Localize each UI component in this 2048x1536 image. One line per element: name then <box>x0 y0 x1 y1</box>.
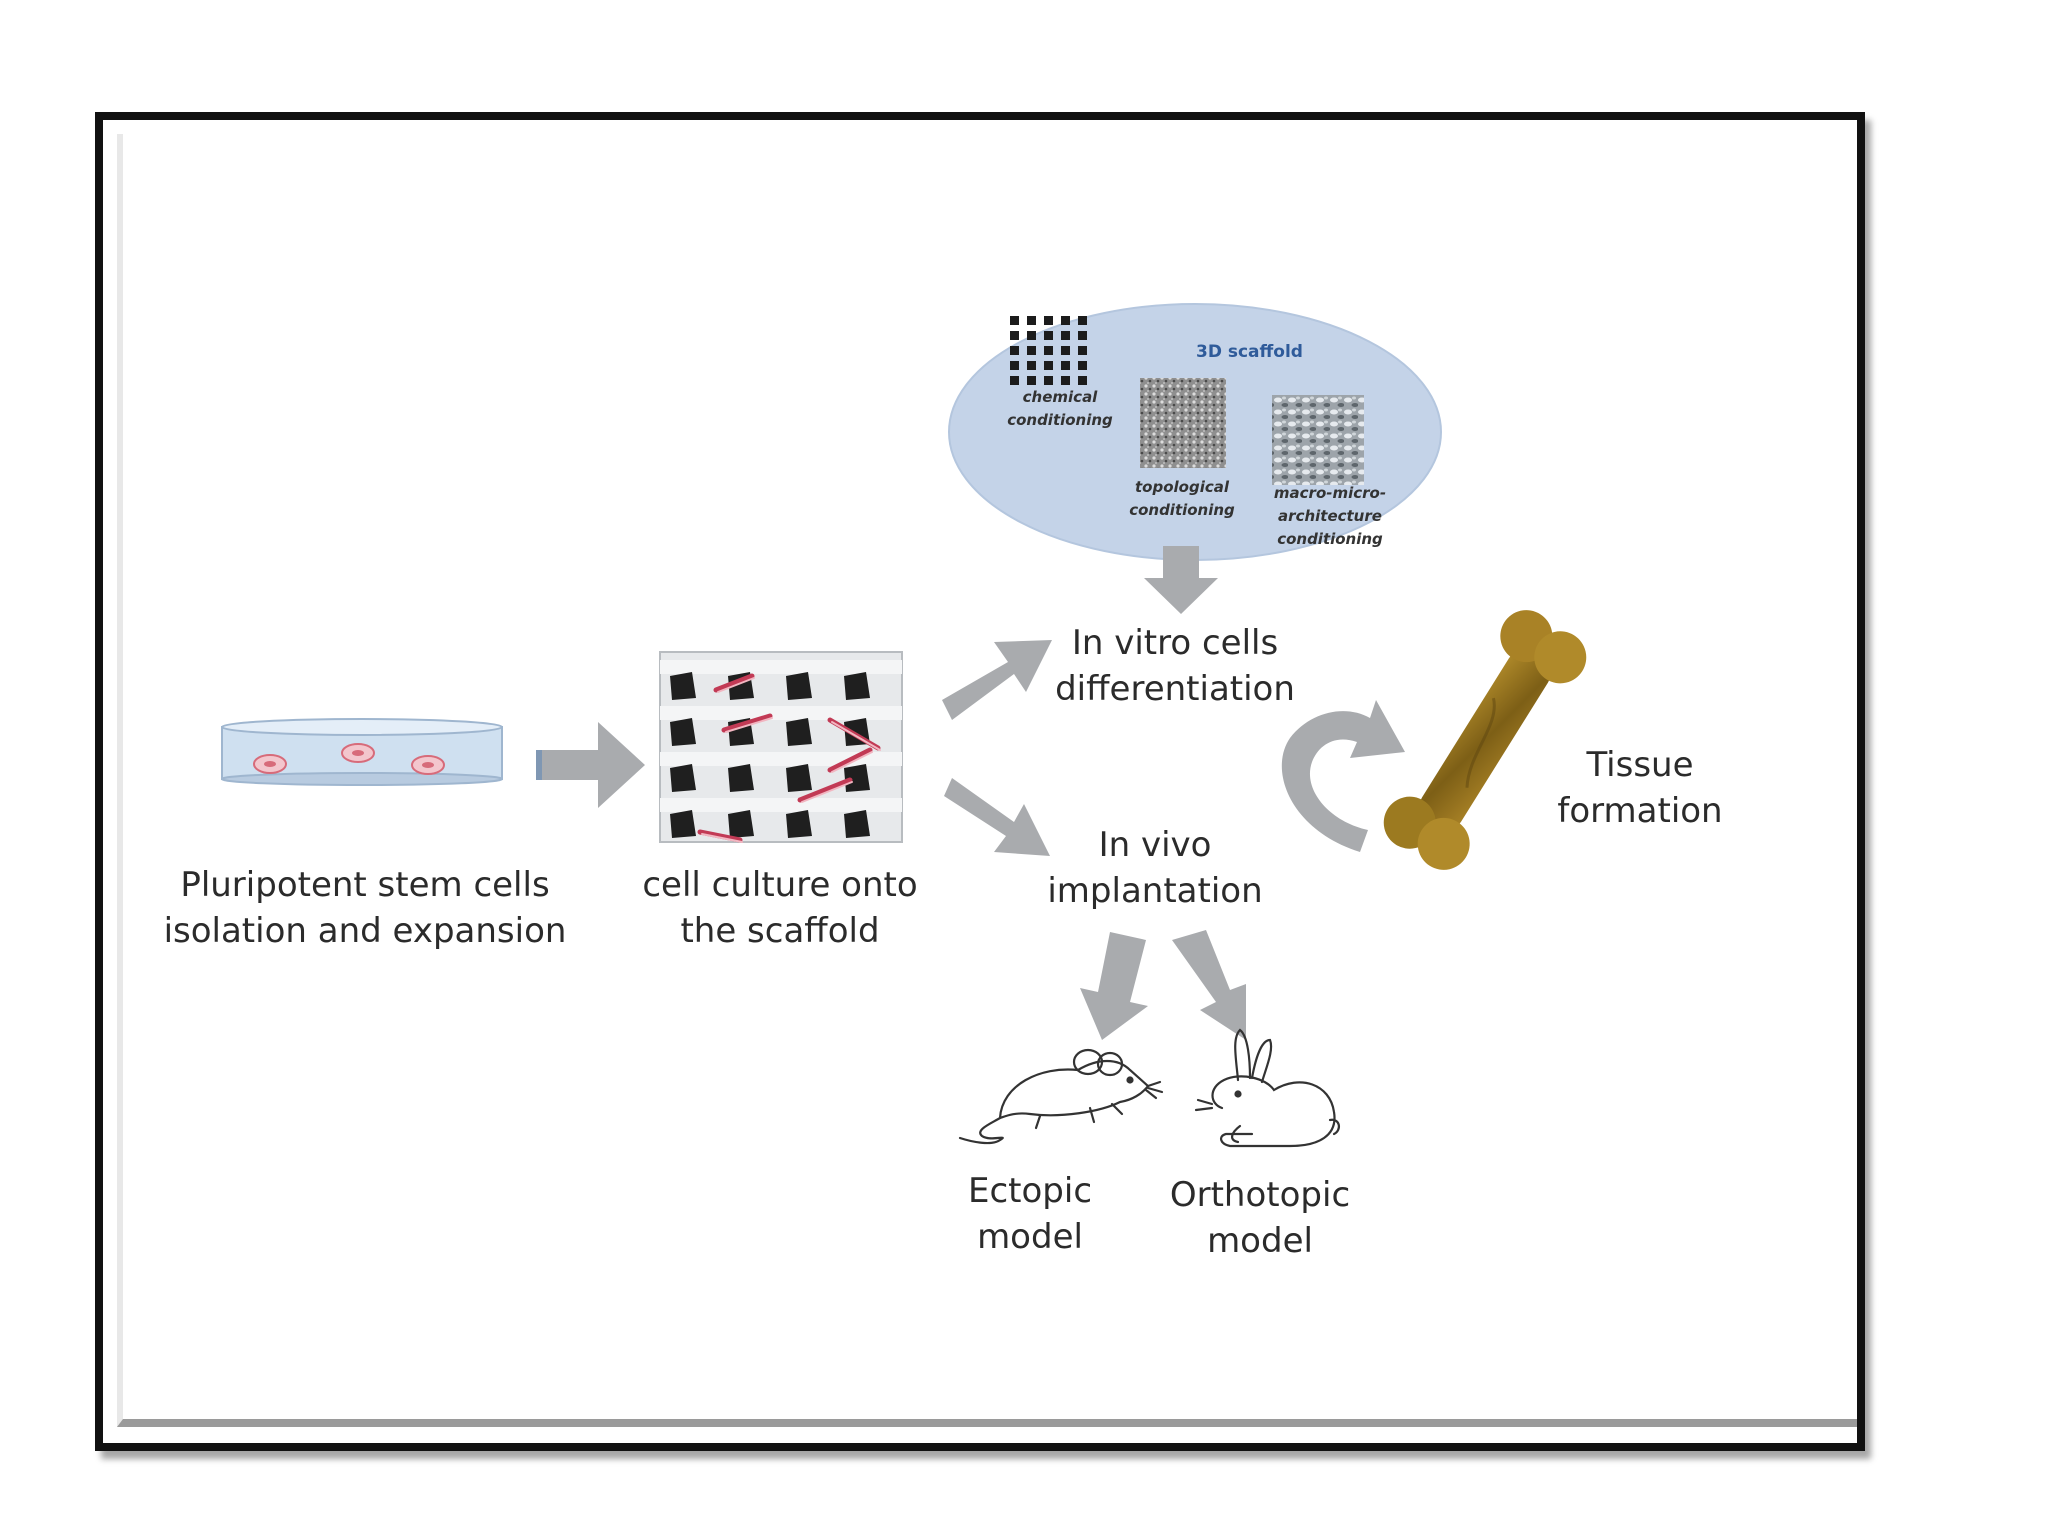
orthotopic-model-label: Orthotopic model <box>1169 1175 1351 1261</box>
arrow-scaffold-to-invitro <box>1144 546 1218 614</box>
mouse-icon <box>958 1048 1164 1145</box>
in-vivo-label: In vivo implantation <box>1047 825 1263 911</box>
scaffold-panel-title: 3D scaffold <box>1196 342 1303 362</box>
topological-conditioning-image <box>1140 378 1226 468</box>
arrow-invivo-to-orthotopic <box>1172 930 1246 1040</box>
stem-cells-label: Pluripotent stem cells isolation and exp… <box>163 865 567 951</box>
petri-dish-icon <box>221 718 503 786</box>
bone-icon <box>1383 610 1587 870</box>
in-vitro-label: In vitro cells differentiation <box>1055 623 1295 709</box>
tissue-formation-label: Tissue formation <box>1557 745 1723 831</box>
arrow-stem-to-culture <box>536 722 645 808</box>
arrow-culture-to-invitro <box>942 640 1052 720</box>
arrow-invivo-to-ectopic <box>1080 932 1148 1040</box>
ectopic-model-label: Ectopic model <box>967 1171 1093 1257</box>
topological-conditioning-label: topological conditioning <box>1129 478 1235 519</box>
scaffold-cell-culture-image <box>659 651 903 843</box>
arrow-culture-to-invivo <box>944 778 1050 856</box>
chemical-conditioning-label: chemical conditioning <box>1007 388 1113 429</box>
architecture-conditioning-image <box>1272 395 1364 485</box>
cell-culture-label: cell culture onto the scaffold <box>642 865 918 951</box>
chemical-conditioning-image <box>1010 316 1087 385</box>
rabbit-icon <box>1194 1028 1340 1148</box>
architecture-conditioning-label: macro-micro- architecture conditioning <box>1273 484 1387 548</box>
arrow-to-tissue-curved <box>1281 700 1405 852</box>
